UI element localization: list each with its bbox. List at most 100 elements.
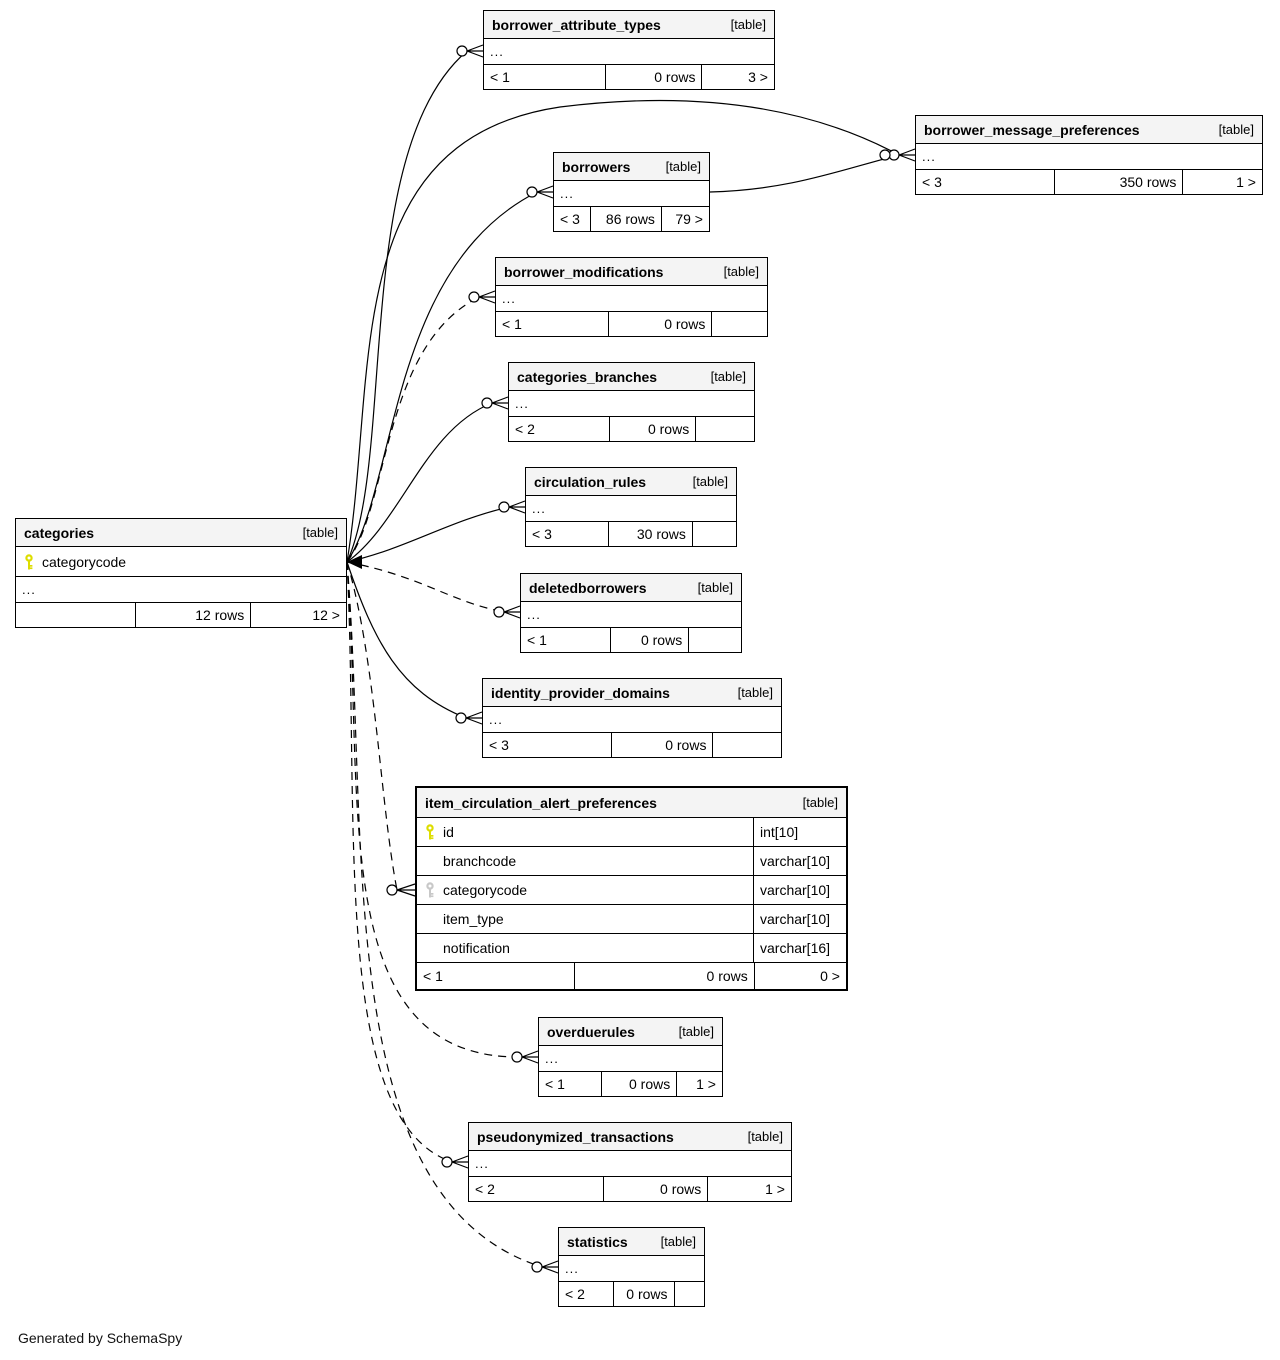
table-header: overduerules [table] [539,1018,722,1046]
table-header: categories [table] [16,519,346,547]
children-cell: 1 > [676,1072,722,1096]
table-name[interactable]: categories_branches [517,368,658,385]
column-row-categorycode: categorycode varchar[10] [417,876,846,905]
column-type: int[10] [753,818,846,846]
edge-categories-to-categories-branches [346,402,493,563]
column-row-categorycode: categorycode [16,547,346,577]
table-tag: [table] [665,159,701,174]
rows-cell: 86 rows [589,207,661,231]
table-footer: < 1 0 rows 1 > [539,1071,722,1096]
rows-cell: 350 rows [1054,170,1182,194]
table-tag: [table] [747,1129,783,1144]
marker-categories-branches [481,396,509,410]
table-name[interactable]: borrower_message_preferences [924,121,1140,138]
table-deletedborrowers[interactable]: deletedborrowers [table] ... < 1 0 rows [520,573,742,653]
table-tag: [table] [660,1234,696,1249]
columns-ellipsis: ... [565,1261,579,1276]
columns-ellipsis: ... [560,186,574,201]
parents-cell: < 1 [490,69,510,85]
table-borrower-modifications[interactable]: borrower_modifications [table] ... < 1 0… [495,257,768,337]
column-name: categorycode [42,553,127,570]
rows-cell: 0 rows [610,628,688,652]
table-categories[interactable]: categories [table] categorycode ... 12 r… [15,518,347,628]
children-cell [695,417,754,441]
parents-cell: < 1 [423,968,443,984]
columns-ellipsis: ... [502,291,516,306]
columns-ellipsis: ... [475,1156,489,1171]
table-name[interactable]: pseudonymized_transactions [477,1128,674,1145]
key-spacer [425,853,435,869]
table-footer: < 3 0 rows [483,732,781,757]
table-pseudonymized-transactions[interactable]: pseudonymized_transactions [table] ... <… [468,1122,792,1202]
table-name[interactable]: identity_provider_domains [491,684,670,701]
table-header: pseudonymized_transactions [table] [469,1123,791,1151]
parents-cell: < 2 [515,421,535,437]
table-header: categories_branches [table] [509,363,754,391]
table-header: borrower_message_preferences [table] [916,116,1262,144]
table-name[interactable]: borrower_modifications [504,263,664,280]
column-row-id: id int[10] [417,818,846,847]
marker-deletedborrowers [493,605,521,619]
children-cell: 79 > [660,207,709,231]
marker-borrower-modifications [468,290,496,304]
columns-ellipsis: ... [532,501,546,516]
children-cell: 1 > [1182,170,1262,194]
children-cell: 3 > [701,65,774,89]
children-cell [712,733,781,757]
table-borrower-message-preferences[interactable]: borrower_message_preferences [table] ...… [915,115,1263,195]
edge-categories-to-borrower-attribute-types [346,50,468,563]
table-footer: < 3 350 rows 1 > [916,169,1262,194]
table-tag: [table] [737,685,773,700]
table-tag: [table] [692,474,728,489]
table-name[interactable]: statistics [567,1233,628,1250]
table-name[interactable]: borrower_attribute_types [492,16,661,33]
rows-cell: 0 rows [608,312,711,336]
foreign-key-icon [426,882,434,898]
table-statistics[interactable]: statistics [table] ... < 2 0 rows [558,1227,705,1307]
table-name[interactable]: borrowers [562,158,631,175]
table-circulation-rules[interactable]: circulation_rules [table] ... < 3 30 row… [525,467,737,547]
table-header: circulation_rules [table] [526,468,736,496]
table-borrowers[interactable]: borrowers [table] ... < 3 86 rows 79 > [553,152,710,232]
rows-cell: 0 rows [601,1072,676,1096]
table-categories-branches[interactable]: categories_branches [table] ... < 2 0 ro… [508,362,755,442]
table-name[interactable]: circulation_rules [534,473,647,490]
table-identity-provider-domains[interactable]: identity_provider_domains [table] ... < … [482,678,782,758]
table-tag: [table] [710,369,746,384]
column-name: item_type [443,911,504,927]
table-footer: < 1 0 rows [521,627,741,652]
primary-key-icon [25,553,33,569]
table-footer: < 2 0 rows [509,416,754,441]
marker-borrowers [526,185,554,199]
table-item-circulation-alert-preferences[interactable]: item_circulation_alert_preferences [tabl… [415,786,848,991]
generated-by-note: Generated by SchemaSpy [18,1330,183,1346]
columns-ellipsis: ... [545,1051,559,1066]
parents-cell: < 3 [489,737,509,753]
children-cell: 12 > [250,603,346,627]
rows-cell: 12 rows [134,603,251,627]
table-header: item_circulation_alert_preferences [tabl… [417,788,846,818]
columns-ellipsis: ... [922,149,936,164]
table-name[interactable]: overduerules [547,1023,635,1040]
key-spacer [425,911,435,927]
parents-cell: < 3 [922,174,942,190]
marker-overduerules [511,1050,539,1064]
column-type: varchar[16] [753,934,846,962]
table-overduerules[interactable]: overduerules [table] ... < 1 0 rows 1 > [538,1017,723,1097]
rows-cell: 0 rows [612,1282,674,1306]
parents-cell: < 1 [545,1076,565,1092]
table-header: statistics [table] [559,1228,704,1256]
edge-categories-to-deletedborrowers [346,561,505,613]
table-name[interactable]: deletedborrowers [529,579,647,596]
table-borrower-attribute-types[interactable]: borrower_attribute_types [table] ... < 1… [483,10,775,90]
table-tag: [table] [678,1024,714,1039]
children-cell [688,628,741,652]
table-name[interactable]: item_circulation_alert_preferences [425,794,657,811]
table-name[interactable]: categories [24,524,95,541]
rows-cell: 0 rows [605,65,701,89]
children-cell [711,312,767,336]
children-cell: 1 > [707,1177,791,1201]
table-tag: [table] [1218,122,1254,137]
table-tag: [table] [697,580,733,595]
